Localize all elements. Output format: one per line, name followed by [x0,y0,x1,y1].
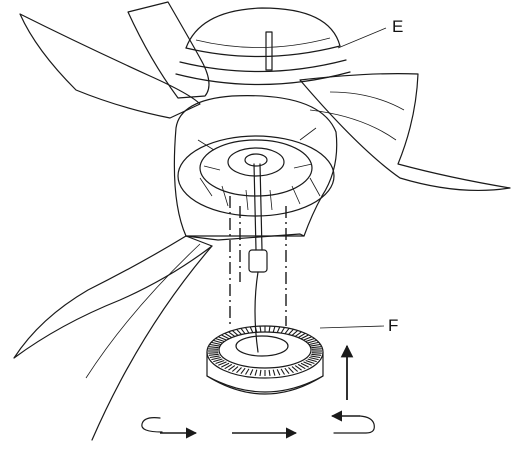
tooth-line [311,348,322,350]
tooth-line [259,326,262,333]
tooth-line [300,334,309,340]
tooth-line [215,359,225,365]
base-plate-teeth [208,326,322,376]
tooth-line [224,332,233,339]
tooth-line [276,369,281,376]
tooth-line [310,355,321,359]
motor-housing [175,7,351,86]
tooth-line [208,348,219,350]
tooth-line [309,341,319,346]
tooth-line [240,367,246,375]
tooth-line [309,356,319,361]
tooth-line [284,367,290,375]
tooth-line [211,341,221,346]
tooth-line [259,369,262,376]
fan-blades [13,1,511,441]
tooth-line [311,353,322,356]
tooth-line [209,355,220,359]
tooth-line [254,326,258,333]
tooth-line [272,326,276,333]
tooth-line [300,362,309,368]
blade-lower-left [13,235,213,359]
tooth-line [221,362,230,368]
tooth-line [236,367,242,374]
tooth-line [218,336,227,341]
label-part-e: E [392,17,403,36]
tooth-line [213,358,223,363]
tooth-line [211,356,221,361]
tooth-line [288,328,294,335]
callout-leaders [319,27,387,329]
tooth-line [272,369,276,376]
tooth-line [224,363,233,370]
tooth-line [254,369,258,376]
tooth-line [268,326,271,333]
tooth-line [297,332,306,339]
tooth-line [288,367,294,374]
tooth-line [228,365,236,371]
tooth-line [305,359,315,365]
tooth-line [303,361,312,366]
tooth-line [307,358,317,363]
tooth-line [218,361,227,366]
tooth-line [303,336,312,341]
tooth-line [249,369,254,376]
tooth-line [221,334,230,340]
tooth-line [208,352,219,354]
tooth-line [305,337,315,343]
tooth-line [249,326,254,333]
tooth-line [291,330,299,336]
tooth-line [228,331,236,337]
base-plate [206,325,324,395]
tooth-line [294,331,302,337]
tooth-line [231,330,239,336]
tooth-line [311,352,322,354]
tooth-line [240,327,246,335]
tooth-line [245,368,250,375]
tooth-line [297,363,306,370]
tooth-line [280,327,285,334]
tooth-line [310,343,321,347]
blade-upper-left [127,1,210,99]
tooth-line [276,326,281,333]
tooth-line [294,365,302,371]
tooth-line [231,366,239,372]
tooth-line [208,346,219,349]
tooth-line [280,368,285,375]
label-part-f: F [388,316,398,335]
arrow-rotate-right-icon [141,410,375,439]
tooth-line [284,327,290,335]
tooth-line [311,346,322,349]
tooth-line [291,366,299,372]
tooth-line [268,369,271,376]
alignment-guides [229,196,287,326]
tooth-line [213,339,223,344]
blade-left [19,13,201,119]
tooth-line [209,343,220,347]
tooth-line [208,353,219,356]
tooth-line [245,327,250,334]
tooth-line [307,339,317,344]
tooth-line [215,337,225,343]
blade-right [299,73,511,192]
wire-connector [248,163,268,353]
tooth-line [236,328,242,335]
motor-hub [173,95,338,241]
